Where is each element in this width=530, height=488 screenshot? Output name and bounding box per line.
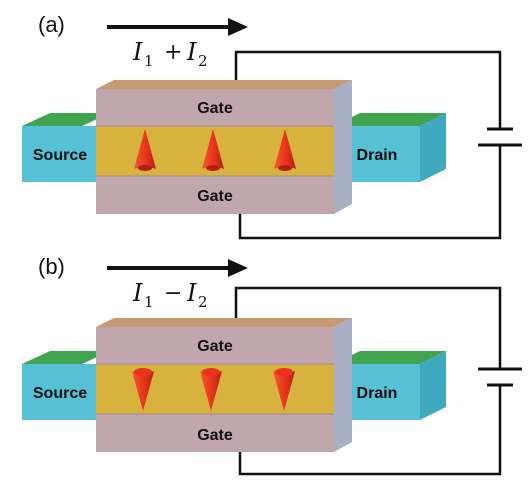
source-label: Source: [33, 385, 87, 402]
panel-a-current-label: I 1 + I 2: [132, 38, 208, 70]
panel-a-spin-arrows: [134, 129, 296, 171]
panel-b-spin-arrows: [132, 368, 295, 411]
current-subscript: 1: [144, 293, 154, 311]
panel-b-current-arrow: [107, 259, 248, 277]
current-subscript: 2: [198, 293, 208, 311]
spin-down-arrow-icon: [200, 368, 222, 411]
current-var: I: [186, 38, 197, 66]
panel-b: (b) I 1 − I 2 Source D: [22, 254, 522, 476]
current-operator: −: [164, 281, 182, 306]
panel-b-source-electrode: Source: [22, 351, 110, 420]
current-var: I: [186, 279, 197, 307]
panel-a-battery: [478, 127, 522, 147]
source-label: Source: [33, 147, 87, 164]
panel-a-source-electrode: Source: [22, 113, 110, 182]
gate-top-label: Gate: [197, 100, 233, 117]
panel-b-label: (b): [38, 254, 65, 279]
panel-b-current-label: I 1 − I 2: [132, 279, 208, 311]
gate-top-label: Gate: [197, 338, 233, 355]
panel-b-gate-stack: [96, 318, 352, 452]
panel-a: (a) I 1 + I 2 Source: [22, 12, 522, 240]
current-subscript: 2: [198, 52, 208, 70]
panel-a-current-arrow: [107, 18, 248, 36]
drain-label: Drain: [357, 147, 398, 164]
current-var: I: [132, 279, 143, 307]
spin-up-arrow-icon: [134, 129, 156, 171]
current-var: I: [132, 38, 143, 66]
spin-down-arrow-icon: [273, 368, 295, 411]
current-subscript: 1: [144, 52, 154, 70]
drain-label: Drain: [357, 385, 398, 402]
panel-a-label: (a): [38, 12, 65, 37]
panel-b-circuit-wire: [234, 286, 502, 476]
gate-bottom-label: Gate: [197, 188, 233, 205]
spin-up-arrow-icon: [202, 129, 224, 171]
panel-b-battery: [478, 367, 522, 387]
gate-bottom-label: Gate: [197, 427, 233, 444]
spin-up-arrow-icon: [274, 129, 296, 171]
current-operator: +: [164, 40, 182, 65]
panel-a-circuit-wire: [234, 50, 502, 240]
spin-down-arrow-icon: [132, 368, 154, 411]
